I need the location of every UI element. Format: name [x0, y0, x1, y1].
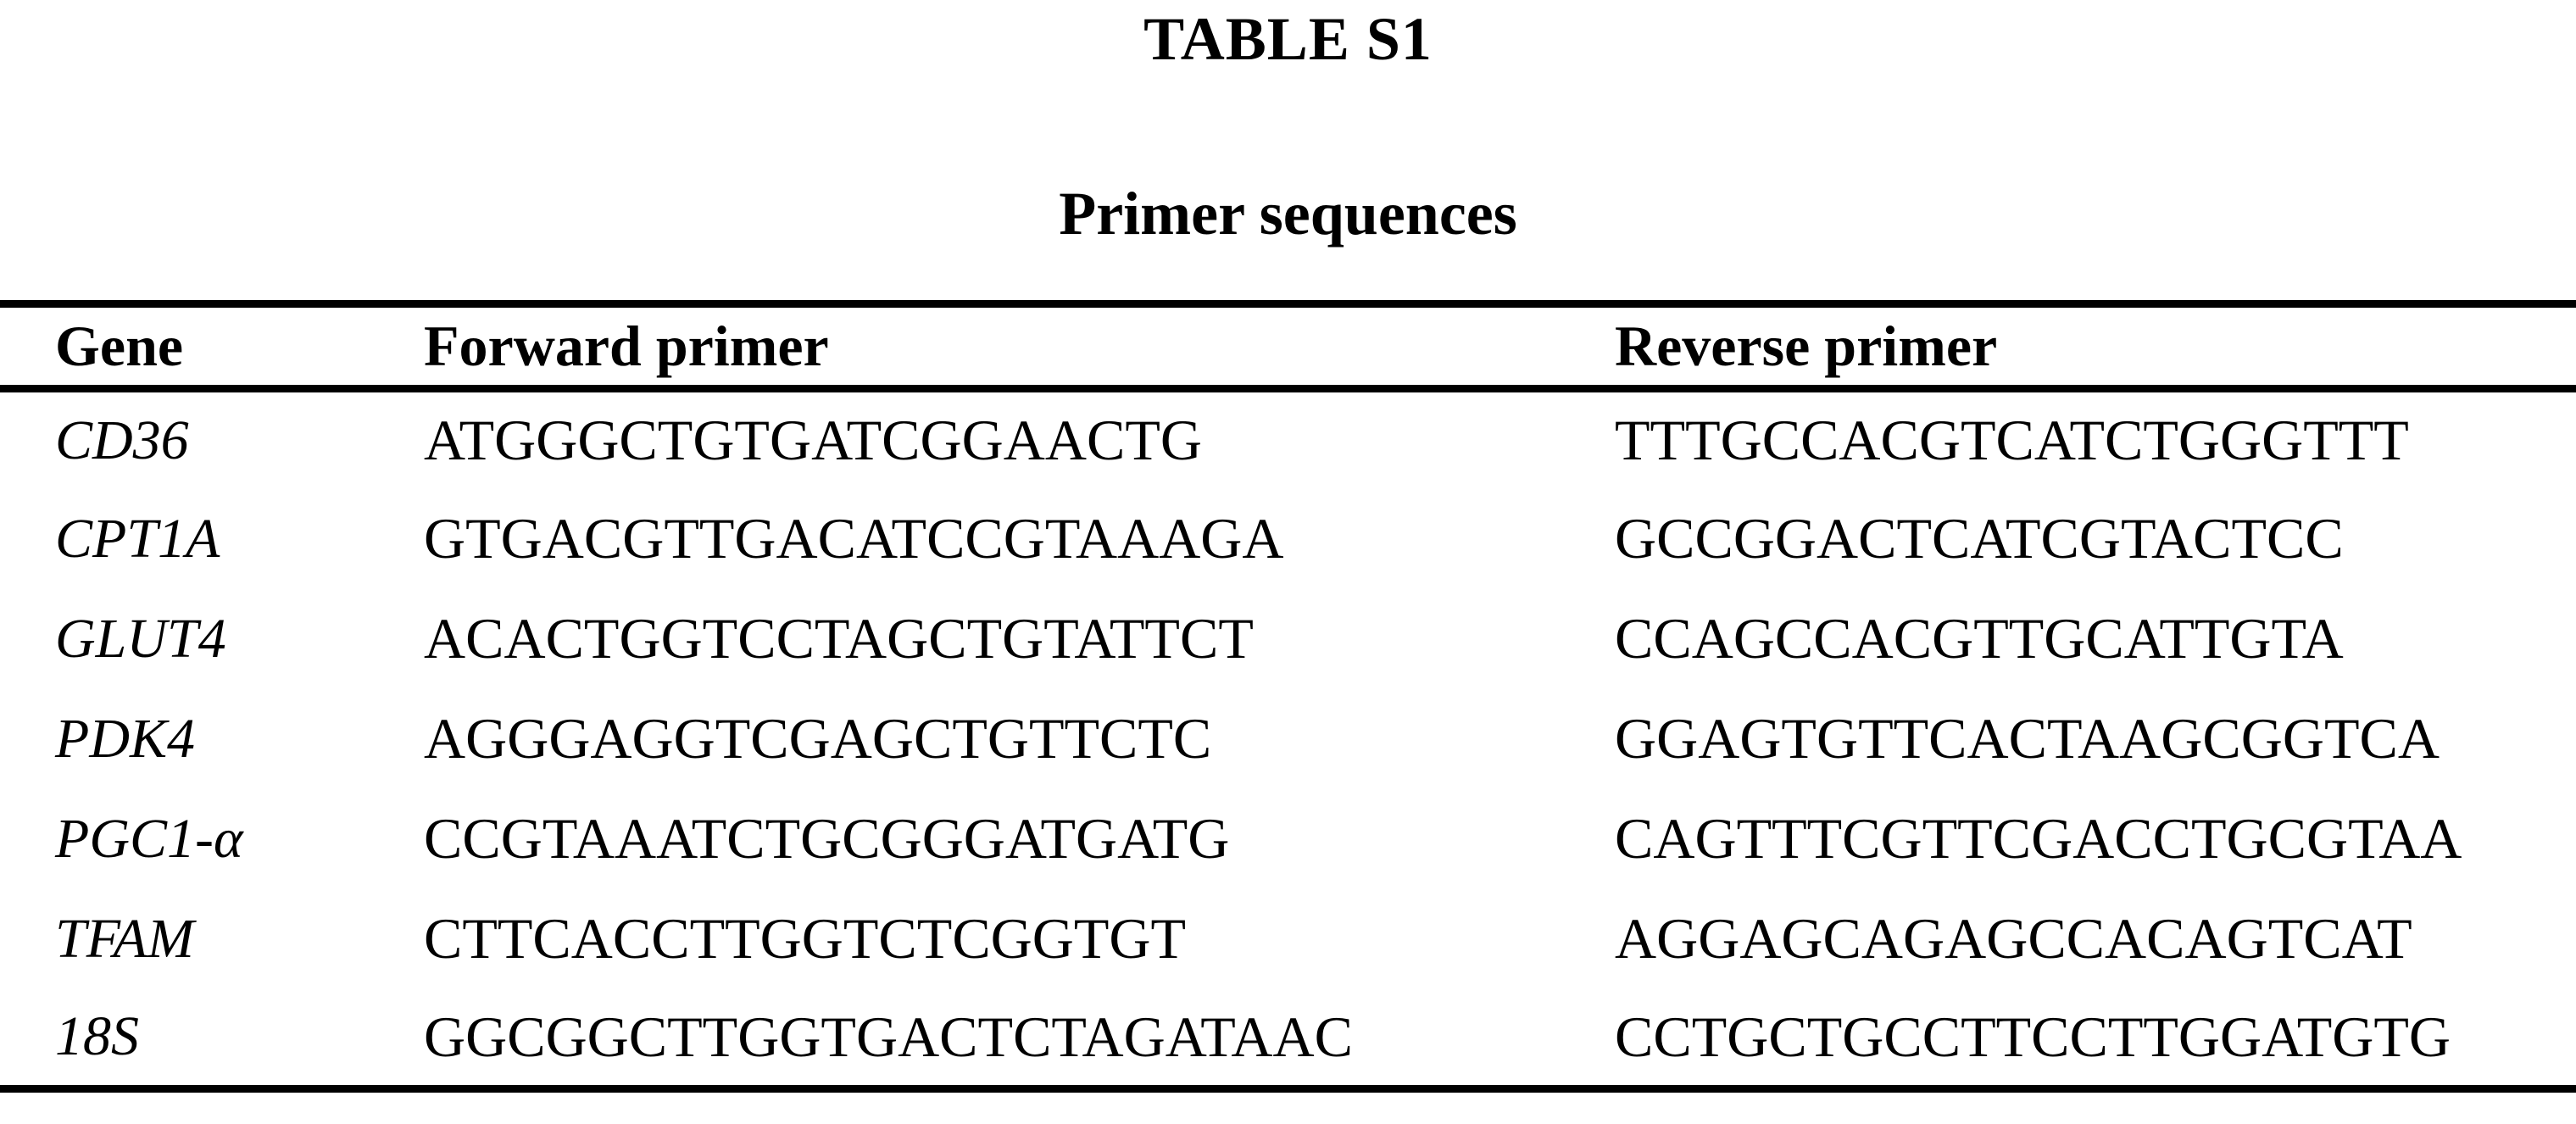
table-row: PGC1-α CCGTAAATCTGCGGGATGATG CAGTTTCGTTC…	[0, 789, 2576, 889]
table-title: Primer sequences	[1059, 180, 1517, 248]
table-row: CPT1A GTGACGTTGACATCCGTAAAGA GCCGGACTCAT…	[0, 489, 2576, 589]
gene-cell: TFAM	[55, 907, 194, 970]
primer-sequences-table: Gene Forward primer Reverse primer CD36 …	[0, 300, 2576, 1093]
gene-cell: GLUT4	[55, 607, 226, 670]
gene-cell: PDK4	[55, 707, 195, 770]
gene-cell: 18S	[55, 1005, 139, 1068]
forward-primer-cell: CTTCACCTTGGTCTCGGTGT	[424, 906, 1187, 971]
gene-cell: CPT1A	[55, 507, 220, 570]
column-header-forward-primer: Forward primer	[424, 303, 1615, 392]
forward-primer-cell: ACACTGGTCCTAGCTGTATTCT	[424, 606, 1254, 671]
forward-primer-cell: AGGGAGGTCGAGCTGTTCTC	[424, 706, 1212, 771]
table-row: GLUT4 ACACTGGTCCTAGCTGTATTCT CCAGCCACGTT…	[0, 589, 2576, 689]
table-body: CD36 ATGGGCTGTGATCGGAACTG TTTGCCACGTCATC…	[0, 389, 2576, 1089]
forward-primer-cell: GTGACGTTGACATCCGTAAAGA	[424, 506, 1284, 570]
table-row: 18S GGCGGCTTGGTGACTCTAGATAAC CCTGCTGCCTT…	[0, 989, 2576, 1089]
column-header-gene: Gene	[0, 303, 424, 392]
table-label: TABLE S1	[1143, 5, 1433, 73]
table-row: PDK4 AGGGAGGTCGAGCTGTTCTC GGAGTGTTCACTAA…	[0, 689, 2576, 789]
table-header: Gene Forward primer Reverse primer	[0, 303, 2576, 392]
reverse-primer-cell: GGAGTGTTCACTAAGCGGTCA	[1615, 706, 2440, 771]
gene-cell: CD36	[55, 409, 189, 471]
forward-primer-cell: ATGGGCTGTGATCGGAACTG	[424, 408, 1202, 473]
reverse-primer-cell: GCCGGACTCATCGTACTCC	[1615, 506, 2344, 570]
forward-primer-cell: CCGTAAATCTGCGGGATGATG	[424, 806, 1230, 871]
table-row: TFAM CTTCACCTTGGTCTCGGTGT AGGAGCAGAGCCAC…	[0, 889, 2576, 989]
reverse-primer-cell: TTTGCCACGTCATCTGGGTTT	[1615, 408, 2409, 473]
gene-cell: PGC1-α	[55, 807, 243, 870]
reverse-primer-cell: CCAGCCACGTTGCATTGTA	[1615, 606, 2344, 671]
forward-primer-cell: GGCGGCTTGGTGACTCTAGATAAC	[424, 1004, 1353, 1069]
reverse-primer-cell: AGGAGCAGAGCCACAGTCAT	[1615, 906, 2412, 971]
table-row: CD36 ATGGGCTGTGATCGGAACTG TTTGCCACGTCATC…	[0, 389, 2576, 489]
column-header-reverse-primer: Reverse primer	[1615, 303, 2576, 392]
reverse-primer-cell: CCTGCTGCCTTCCTTGGATGTG	[1615, 1004, 2451, 1069]
reverse-primer-cell: CAGTTTCGTTCGACCTGCGTAA	[1615, 806, 2462, 871]
header-row: Gene Forward primer Reverse primer	[0, 303, 2576, 392]
